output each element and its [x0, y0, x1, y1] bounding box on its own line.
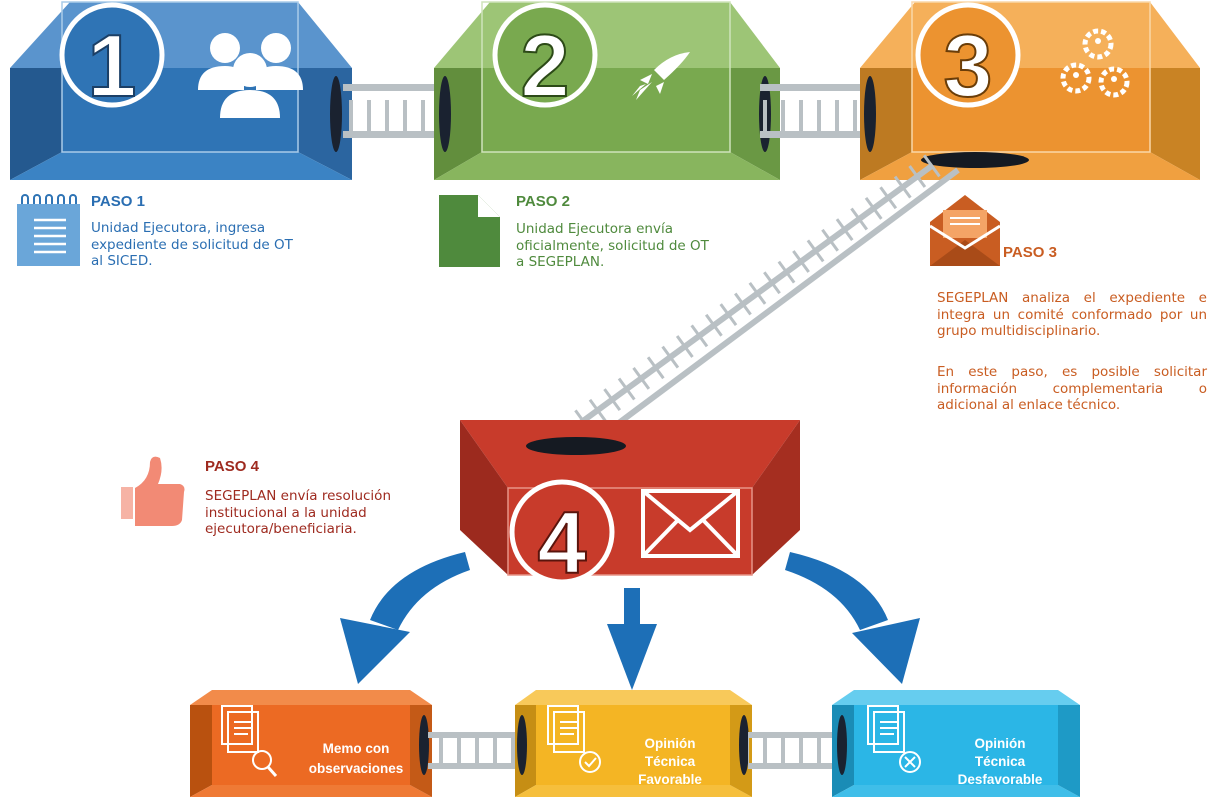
outcome-memo-line1: Memo con: [323, 741, 390, 756]
users-icon: [198, 33, 303, 118]
step-1-number-badge: 1: [59, 2, 165, 116]
outcome-favorable-line1: Opinión: [645, 736, 696, 751]
outcome-memo-line2: observaciones: [309, 761, 404, 776]
step-2-description: Unidad Ejecutora envía oficialmente, sol…: [516, 221, 709, 270]
step-2-box: [434, 1, 780, 180]
connector-ladder-1-2: [343, 84, 439, 138]
step-3-box: [860, 1, 1200, 180]
step-4-description: SEGEPLAN envía resolución institucional …: [205, 488, 392, 537]
outcome-memo-box: [190, 690, 432, 797]
step-2-number: 2: [521, 16, 570, 115]
outcome-desfavorable-line2: Técnica: [975, 754, 1026, 769]
step-4-number-badge: 4: [509, 479, 615, 593]
step-3-title: PASO 3: [1003, 244, 1057, 261]
step-2-number-badge: 2: [492, 2, 598, 116]
step-4-title: PASO 4: [205, 458, 259, 475]
thumbs-up-icon: [121, 456, 185, 526]
document-search-icon: [221, 705, 278, 777]
mail-open-icon: [929, 195, 1001, 266]
arrow-to-memo: [340, 552, 470, 684]
step-1-number: 1: [88, 16, 137, 115]
step-3-description: SEGEPLAN analiza el expediente e integra…: [937, 290, 1207, 339]
step-1-box: [10, 1, 352, 180]
step-1-title: PASO 1: [91, 193, 145, 210]
document-cancel-icon: [867, 705, 921, 773]
outcome-desfavorable-line3: Desfavorable: [958, 772, 1043, 787]
outcome-desfavorable-box: [832, 690, 1080, 797]
notepad-icon: [17, 194, 80, 266]
outcome-favorable-line3: Favorable: [638, 772, 702, 787]
step-4-number: 4: [538, 493, 587, 592]
connector-ladder-favorable-desfavorable: [748, 732, 840, 769]
connector-ladder-3-4: [549, 154, 960, 451]
outcome-favorable-line2: Técnica: [645, 754, 696, 769]
step-3-number-badge: 3: [915, 2, 1021, 116]
rocket-icon: [632, 52, 690, 100]
connector-ladder-memo-favorable: [428, 732, 522, 769]
arrow-to-desfavorable: [785, 552, 920, 684]
document-check-icon: [547, 705, 601, 773]
gears-users-icon: [1060, 28, 1130, 98]
step-1-description: Unidad Ejecutora, ingresa expediente de …: [91, 220, 293, 269]
document-icon: [439, 195, 500, 267]
outcome-desfavorable-line1: Opinión: [975, 736, 1026, 751]
envelope-icon: [641, 489, 740, 558]
arrow-to-favorable: [607, 588, 657, 690]
step-2-title: PASO 2: [516, 193, 570, 210]
step-3-number: 3: [944, 16, 993, 115]
connector-ladder-2-3: [760, 84, 876, 138]
step-3-description-extra: En este paso, es posible solicitar infor…: [937, 364, 1207, 413]
step-4-box: [460, 420, 800, 576]
